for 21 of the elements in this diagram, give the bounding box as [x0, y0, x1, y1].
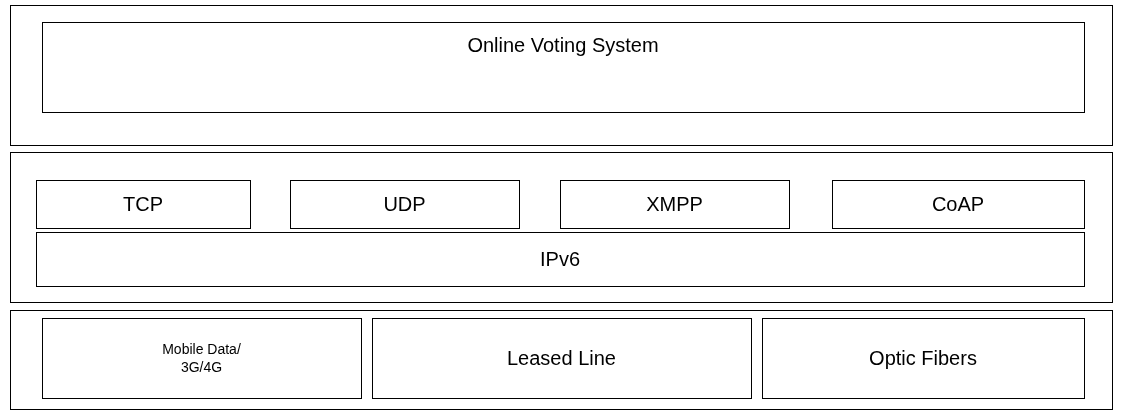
- layer-label: TCP: [123, 191, 163, 217]
- layer-panel: [10, 5, 1113, 146]
- layer-label: Mobile Data/ 3G/4G: [161, 340, 242, 376]
- layer-box: [559, 179, 790, 229]
- layer-box: [35, 231, 1085, 287]
- layer-box: [831, 179, 1085, 229]
- layer-box: [761, 317, 1085, 399]
- layer-box: [371, 317, 752, 399]
- layer-label: XMPP: [646, 191, 703, 217]
- layer-panel: [10, 152, 1113, 303]
- layer-box: [41, 317, 362, 399]
- layer-label: Online Voting System: [467, 32, 659, 58]
- layer-label: CoAP: [931, 191, 985, 217]
- layer-box: [35, 179, 251, 229]
- layer-box: [41, 21, 1085, 113]
- layer-panel: [10, 310, 1113, 410]
- layer-box: [289, 179, 520, 229]
- layer-label: Optic Fibers: [869, 345, 977, 371]
- layer-label: Leased Line: [507, 345, 616, 371]
- layer-label: UDP: [383, 191, 426, 217]
- layer-label: IPv6: [540, 246, 580, 272]
